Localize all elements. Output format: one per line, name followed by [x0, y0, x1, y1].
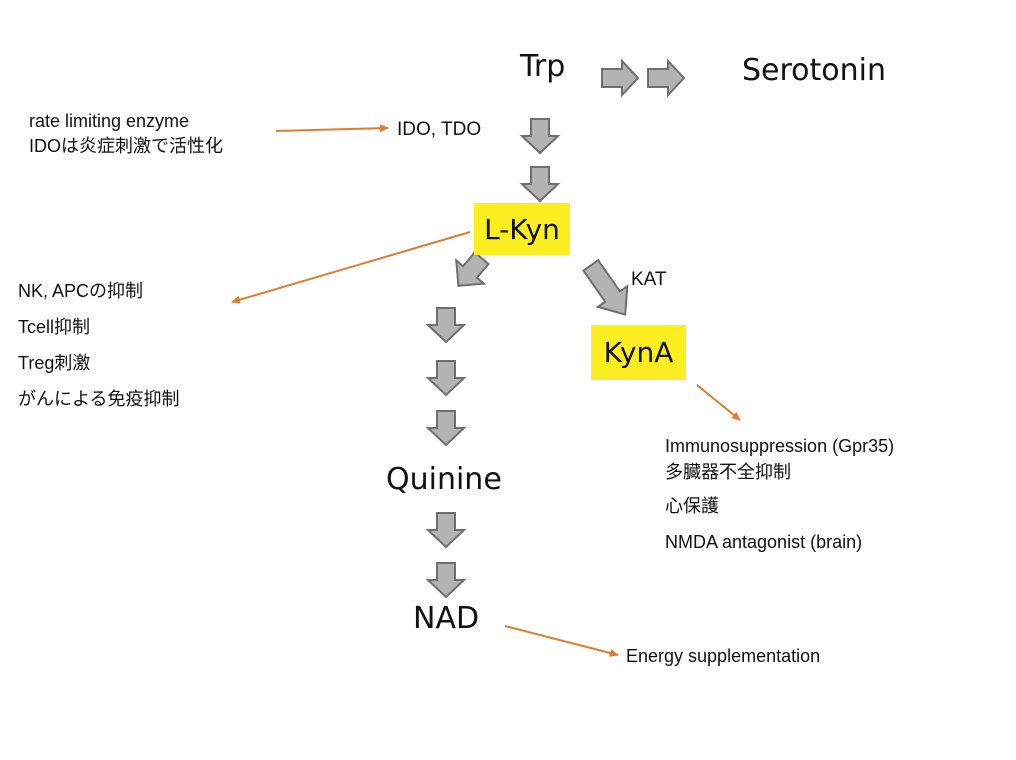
note-rate-limiting-line-1: rate limiting enzyme — [29, 111, 190, 131]
block-arrow-right-2 — [647, 58, 686, 98]
annotation-arrow-nad-effect — [504, 625, 619, 657]
note-lkyn-effect-2: Tcell抑制 — [18, 317, 91, 337]
note-rate-limiting-line-2: IDOは炎症刺激で活性化 — [29, 136, 224, 156]
node-nad: NAD — [413, 601, 480, 636]
note-kyna-effect-2: 多臓器不全抑制 — [665, 462, 791, 482]
block-arrow-down-1 — [519, 118, 561, 155]
note-kyna-effect-3: 心保護 — [665, 496, 719, 516]
enzyme-ido-tdo: IDO, TDO — [397, 119, 482, 140]
note-kyna-effect-1: Immunosuppression (Gpr35) — [665, 436, 895, 456]
enzyme-kat: KAT — [631, 269, 667, 290]
annotation-arrow-rate-limiting — [275, 124, 389, 133]
note-lkyn-effect-3: Treg刺激 — [18, 353, 91, 373]
block-arrow-down-7 — [425, 562, 467, 599]
note-lkyn-effect-4: がんによる免疫抑制 — [18, 389, 180, 409]
block-arrow-down-4 — [425, 360, 467, 397]
note-kyna-effect-4: NMDA antagonist (brain) — [665, 532, 863, 552]
block-arrow-down-3 — [425, 307, 467, 344]
node-trp: Trp — [520, 49, 566, 84]
note-lkyn-effect-1: NK, APCの抑制 — [18, 281, 144, 301]
block-arrow-diag-left — [455, 251, 490, 287]
node-quinine: Quinine — [386, 462, 502, 497]
block-arrow-down-2 — [519, 166, 561, 203]
node-l-kyn: L-Kyn — [474, 203, 570, 255]
block-arrow-down-6 — [425, 512, 467, 549]
node-kyn-a: KynA — [591, 325, 686, 380]
node-serotonin: Serotonin — [742, 53, 887, 88]
block-arrow-diag-right — [582, 258, 629, 316]
annotation-arrow-lkyn-effects — [231, 231, 471, 304]
note-nad-effect: Energy supplementation — [626, 646, 821, 666]
annotation-arrow-kyna-effects — [696, 384, 741, 421]
block-arrow-right-1 — [601, 58, 640, 98]
block-arrow-down-5 — [425, 410, 467, 447]
